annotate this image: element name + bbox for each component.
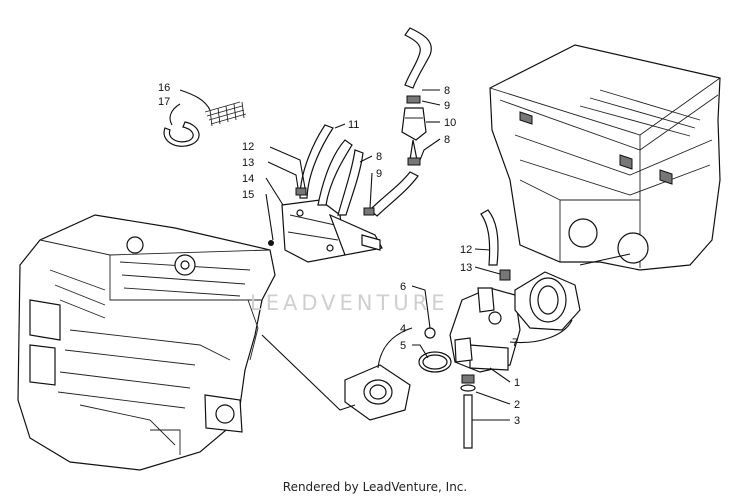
- callout-13: 13: [242, 157, 254, 169]
- callout-8: 8: [444, 85, 450, 97]
- callout-2: 2: [514, 399, 520, 411]
- callout-9: 9: [376, 168, 382, 180]
- callout-12: 12: [242, 141, 254, 153]
- fuel-filter: [295, 95, 427, 216]
- callout-15: 15: [242, 189, 254, 201]
- callout-14: 14: [242, 173, 254, 185]
- callout-8: 8: [376, 151, 382, 163]
- callout-12: 12: [460, 244, 472, 256]
- callout-1: 1: [514, 377, 520, 389]
- carburetor: [449, 269, 521, 384]
- callout-10: 10: [444, 117, 456, 129]
- callout-4: 4: [400, 323, 406, 335]
- fuel-hoses: [299, 27, 499, 449]
- intake-flange: [344, 327, 476, 421]
- airbox: [489, 44, 721, 271]
- engine-block: [17, 214, 276, 471]
- callout-13: 13: [460, 262, 472, 274]
- callout-11: 11: [348, 119, 359, 131]
- footer-credit: Rendered by LeadVenture, Inc.: [282, 480, 468, 494]
- callout-16: 16: [158, 82, 170, 94]
- callout-5: 5: [400, 340, 406, 352]
- callout-7: 7: [512, 337, 518, 349]
- callout-17: 17: [158, 96, 170, 108]
- callout-8: 8: [444, 134, 450, 146]
- watermark-text: LEADVENTURE: [250, 291, 449, 315]
- callout-3: 3: [514, 415, 520, 427]
- fuel-pump: [268, 199, 383, 263]
- leader-lines: [169, 89, 631, 421]
- callout-9: 9: [444, 100, 450, 112]
- intake-boot: [514, 271, 581, 331]
- callout-6: 6: [400, 281, 406, 293]
- spring-and-clip: [163, 101, 247, 147]
